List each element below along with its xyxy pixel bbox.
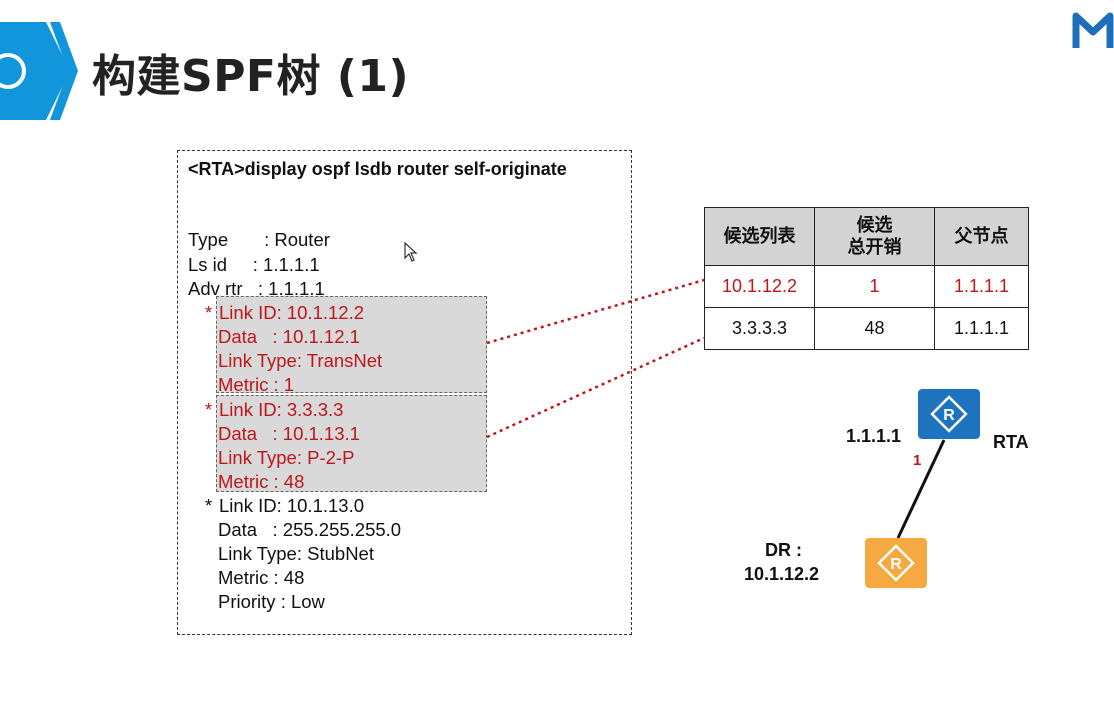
link3-data: Data : 255.255.255.0 — [218, 519, 402, 540]
link2-type: Link Type: P-2-P — [218, 447, 355, 468]
rta-name-label: RTA — [993, 432, 1029, 452]
link2-link-id: Link ID: 3.3.3.3 — [219, 399, 344, 420]
link3-metric: Metric : 48 — [218, 567, 305, 588]
link3-priority: Priority : Low — [218, 591, 325, 612]
type-line: Type : Router — [188, 229, 330, 250]
section-badge-icon — [0, 22, 78, 120]
dr-ip-label: 10.1.12.2 — [744, 564, 820, 584]
link3-type: Link Type: StubNet — [218, 543, 374, 564]
link1-data: Data : 10.1.12.1 — [218, 326, 360, 347]
rta-router-icon: R — [918, 389, 980, 439]
dr-router-glyph: R — [890, 556, 902, 573]
candidate-table: 候选列表 候选 总开销 父节点 10.1.12.2 1 1.1.1.1 3.3.… — [704, 207, 1029, 350]
link-block-highlight-2 — [216, 395, 487, 492]
dr-router-icon: R — [865, 538, 927, 588]
header-total-cost-text: 候选 总开销 — [847, 214, 902, 258]
table-cell: 1.1.1.1 — [934, 265, 1029, 308]
header-parent-node: 父节点 — [934, 207, 1029, 266]
dr-label: DR : — [765, 540, 802, 560]
table-cell: 3.3.3.3 — [704, 307, 815, 350]
rta-router-glyph: R — [943, 407, 955, 424]
adv-rtr-line: Adv rtr : 1.1.1.1 — [188, 278, 325, 299]
table-row: 10.1.12.2 1 1.1.1.1 — [704, 265, 1029, 308]
link1-marker: * — [205, 302, 213, 323]
candidate-table-header: 候选列表 候选 总开销 父节点 — [704, 207, 1029, 266]
link2-marker: * — [205, 399, 213, 420]
table-cell: 1 — [814, 265, 935, 308]
ls-id-line: Ls id : 1.1.1.1 — [188, 254, 320, 275]
table-cell: 48 — [814, 307, 935, 350]
table-row: 3.3.3.3 48 1.1.1.1 — [704, 307, 1029, 350]
mouse-pointer-icon — [404, 242, 418, 262]
link1-link-id: Link ID: 10.1.12.2 — [219, 302, 365, 323]
table-cell: 10.1.12.2 — [704, 265, 815, 308]
link2-metric: Metric : 48 — [218, 471, 305, 492]
lsdb-command: <RTA>display ospf lsdb router self-origi… — [188, 159, 567, 179]
page-title: 构建SPF树 (1) — [92, 51, 410, 102]
link1-type: Link Type: TransNet — [218, 350, 383, 371]
header-candidate-list: 候选列表 — [704, 207, 815, 266]
header-total-cost: 候选 总开销 — [814, 207, 935, 266]
link3-link-id: Link ID: 10.1.13.0 — [219, 495, 365, 516]
rta-ip-label: 1.1.1.1 — [846, 426, 902, 446]
table-cell: 1.1.1.1 — [934, 307, 1029, 350]
link3-marker: * — [205, 495, 213, 516]
link-cost-label: 1 — [913, 452, 922, 469]
link1-metric: Metric : 1 — [218, 374, 295, 395]
brand-logo-icon — [1072, 12, 1114, 48]
link2-data: Data : 10.1.13.1 — [218, 423, 360, 444]
